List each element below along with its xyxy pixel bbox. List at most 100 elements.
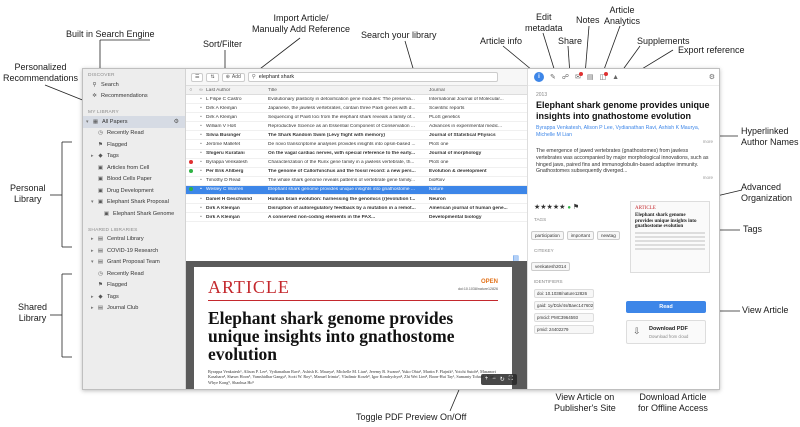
sidebar-item-search[interactable]: ⚲Search [83, 79, 185, 91]
rating-stars-value[interactable]: ★★★★★ [534, 204, 566, 211]
attachment-column-icon[interactable]: ∞ [199, 87, 203, 93]
read-button[interactable]: Read [626, 301, 706, 313]
tag-chip[interactable]: important [566, 231, 594, 240]
more-link[interactable]: more [702, 139, 713, 144]
annotation-shared-line2: Library [18, 313, 47, 323]
sidebar-item-covid-research[interactable]: ▸▤COVID-19 Research [83, 245, 185, 257]
edit-icon[interactable]: ✎ [550, 74, 556, 81]
chevron-down-icon[interactable]: ▾ [91, 259, 94, 266]
sidebar-item-blood-cells-paper[interactable]: ▣Blood Cells Paper [83, 174, 185, 186]
zoom-out-icon[interactable]: − [492, 376, 496, 382]
sidebar-item-journal-club[interactable]: ▸▤Journal Club [83, 303, 185, 315]
sidebar-item-elephant-shark-genome[interactable]: ▣Elephant Shark Genome [83, 208, 185, 220]
view-toggle-button[interactable]: ☰ [191, 72, 204, 82]
column-header-last-author[interactable]: Last Author [206, 87, 231, 93]
sort-filter-button[interactable]: ⇅ [206, 72, 219, 82]
column-header-title[interactable]: Title [268, 87, 277, 93]
export-icon[interactable]: ▲ [612, 73, 620, 81]
sidebar-item-shared-flagged[interactable]: ⚑Flagged [83, 280, 185, 292]
identifier-chip[interactable]: pmid: 24402279 [534, 325, 594, 334]
chevron-down-icon[interactable]: ▾ [91, 199, 94, 206]
supplements-icon[interactable]: ◫ [599, 72, 608, 81]
info-icon[interactable]: i [534, 72, 544, 82]
sidebar-item-drug-development[interactable]: ▣Drug Development [83, 185, 185, 197]
pdf-rule [208, 300, 498, 301]
sidebar-item-recommendations[interactable]: ✲Recommendations [83, 91, 185, 103]
sidebar-item-recently-read[interactable]: ◷Recently Read [83, 128, 185, 140]
identifier-chip[interactable]: pmcid: PMC3964593 [534, 313, 594, 322]
attachment-icon: • [200, 132, 202, 138]
gear-icon[interactable]: ⚙ [708, 74, 715, 81]
cell-journal: International Journal of Molecular... [429, 96, 504, 102]
green-dot-icon[interactable]: ● [567, 205, 571, 211]
center-pane: ☰ ⇅ ⊕Add ⚲elephant shark ○ ∞ Last Author… [186, 69, 527, 389]
analytics-icon[interactable]: ▤ [586, 74, 594, 81]
sidebar-item-elephant-shark-proposal[interactable]: ▾▣Elephant Shark Proposal [83, 197, 185, 209]
more-link-abstract[interactable]: more [702, 175, 713, 181]
zoom-in-icon[interactable]: + [484, 376, 489, 382]
status-dot-cell[interactable] [186, 159, 196, 166]
cell-journal: PloS one [429, 160, 449, 166]
sidebar-item-shared-recently-read[interactable]: ◷Recently Read [83, 268, 185, 280]
status-dot-cell[interactable] [186, 186, 196, 193]
rotate-icon[interactable]: ↻ [499, 377, 505, 383]
annotation-supplements: Supplements [637, 36, 690, 46]
annotation-sort-filter: Sort/Filter [203, 39, 243, 49]
cell-journal: Journal of Statistical Physics [429, 132, 496, 138]
tag-chip[interactable]: newtag [596, 231, 620, 240]
thumbnail-title: Elephant shark genome provides unique in… [635, 213, 697, 230]
download-pdf-button[interactable]: ⇩ Download PDF Download from cloud [626, 320, 706, 344]
rating-stars[interactable]: ★★★★★ ● ⚑ [528, 203, 719, 211]
search-input[interactable]: ⚲elephant shark [247, 72, 498, 82]
sidebar-item-flagged[interactable]: ⚑Flagged [83, 139, 185, 151]
status-column-icon[interactable]: ○ [189, 87, 193, 93]
notes-icon[interactable]: ✉ [574, 72, 583, 81]
tag-chip[interactable]: participation [531, 231, 564, 240]
chevron-right-icon[interactable]: ▸ [91, 305, 94, 312]
citekey-chip[interactable]: venkatesh2014 [531, 262, 571, 271]
identifiers-label: IDENTIFIERS [534, 279, 563, 284]
identifier-chip[interactable]: gaid: 1y/D1k/4s/Baec14760274b8f8k66c [534, 301, 594, 310]
sidebar-item-grant-proposal-team[interactable]: ▾▤Grant Proposal Team [83, 257, 185, 269]
article-thumbnail[interactable]: ARTICLE Elephant shark genome provides u… [630, 201, 710, 273]
column-header-journal[interactable]: Journal [429, 87, 445, 93]
chevron-right-icon[interactable]: ▸ [91, 236, 94, 243]
chevron-right-icon[interactable]: ▸ [91, 247, 94, 254]
share-icon[interactable]: ☍ [561, 74, 569, 81]
shared-folder-icon: ▤ [97, 247, 104, 254]
pdf-preview: ARTICLE OPEN doi:10.1038/nature12826 Ele… [186, 261, 527, 389]
sidebar-item-central-library[interactable]: ▸▤Central Library [83, 234, 185, 246]
flag-icon[interactable]: ⚑ [572, 204, 580, 211]
author-links[interactable]: Byrappa Venkatesh, Alison P Lee, Vydiana… [536, 125, 700, 138]
chevron-down-icon[interactable]: ▾ [86, 118, 89, 125]
thumbnail-brand: ARTICLE [635, 206, 656, 211]
identifier-chip[interactable]: doi: 10.1038/nature12826 [534, 289, 594, 298]
fullscreen-icon[interactable]: ⛶ [508, 376, 513, 382]
sidebar-item-articles-from-cell[interactable]: ▣Articles from Cell [83, 162, 185, 174]
pdf-preview-toggle-icon[interactable]: ▤ [512, 255, 519, 262]
add-button[interactable]: ⊕Add [221, 72, 245, 82]
sidebar-item-shared-tags[interactable]: ▸◆Tags [83, 291, 185, 303]
chevron-right-icon[interactable]: ▸ [91, 153, 94, 160]
chevron-right-icon[interactable]: ▸ [91, 293, 94, 300]
gear-icon[interactable]: ⚙ [173, 119, 179, 126]
sidebar-item-tags[interactable]: ▸◆Tags [83, 151, 185, 163]
sidebar-item-all-papers[interactable]: ▾▦All Papers⚙ [83, 116, 185, 128]
status-dot-cell[interactable] [186, 168, 196, 175]
